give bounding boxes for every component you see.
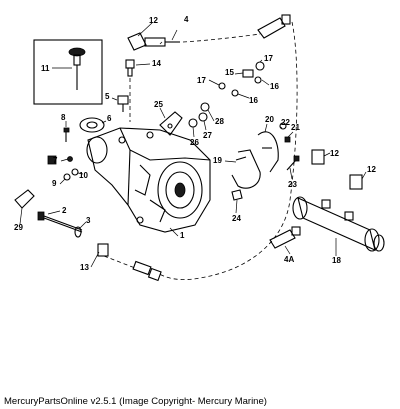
fitting-part-15[interactable] bbox=[242, 69, 254, 78]
callout-17-mid: 17 bbox=[197, 76, 206, 85]
bracket-part-25[interactable] bbox=[159, 111, 183, 136]
sender-part-4a[interactable] bbox=[269, 226, 301, 249]
sender-lower[interactable] bbox=[132, 260, 162, 282]
dash-13 bbox=[103, 255, 136, 269]
sender-part-4[interactable] bbox=[127, 29, 180, 51]
flange-part-6[interactable] bbox=[79, 117, 105, 133]
callout-14: 14 bbox=[152, 59, 161, 68]
nut-part-9[interactable] bbox=[63, 173, 71, 181]
callout-21: 21 bbox=[291, 123, 300, 132]
wiring-dashed-top bbox=[182, 33, 261, 43]
callout-29: 29 bbox=[14, 223, 23, 232]
wiring-dashed-right bbox=[157, 21, 298, 281]
callout-4: 4 bbox=[184, 15, 189, 24]
nut-part-17-mid[interactable] bbox=[218, 82, 226, 90]
nut-part-17-top[interactable] bbox=[255, 61, 265, 71]
callout-9: 9 bbox=[52, 179, 57, 188]
callout-18: 18 bbox=[332, 256, 341, 265]
callout-16-top: 16 bbox=[270, 82, 279, 91]
callout-12-right: 12 bbox=[367, 165, 376, 174]
fitting-part-14[interactable] bbox=[125, 59, 151, 77]
callout-7: 7 bbox=[53, 156, 58, 165]
callout-19: 19 bbox=[213, 156, 222, 165]
callout-8: 8 bbox=[61, 113, 66, 122]
callout-12-top: 12 bbox=[149, 16, 158, 25]
inset-box-part-11 bbox=[33, 39, 103, 105]
callout-12-mid: 12 bbox=[330, 149, 339, 158]
screw-part-21[interactable] bbox=[284, 136, 291, 143]
washer-part-7[interactable] bbox=[67, 156, 73, 162]
image-caption: MercuryPartsOnline v2.5.1 (Image Copyrig… bbox=[4, 396, 267, 407]
connector-part-13[interactable] bbox=[97, 243, 109, 257]
remote-sender-top-right[interactable] bbox=[257, 14, 291, 39]
leader-lines bbox=[19, 22, 367, 268]
callout-6: 6 bbox=[107, 114, 112, 123]
nut-part-24[interactable] bbox=[231, 189, 243, 201]
callout-16-mid: 16 bbox=[249, 96, 258, 105]
callout-26: 26 bbox=[190, 138, 199, 147]
plug-part-29[interactable] bbox=[14, 189, 35, 209]
callout-2: 2 bbox=[62, 206, 67, 215]
bolt-part-8-lower[interactable] bbox=[47, 155, 57, 165]
callout-20: 20 bbox=[265, 115, 274, 124]
bolt-part-23[interactable] bbox=[286, 155, 300, 171]
washer-part-16-top[interactable] bbox=[254, 76, 262, 84]
callout-15: 15 bbox=[225, 68, 234, 77]
callout-22: 22 bbox=[281, 118, 290, 127]
callout-11: 11 bbox=[41, 64, 50, 73]
callout-17-top: 17 bbox=[264, 54, 273, 63]
cooler-part-18[interactable] bbox=[292, 196, 385, 252]
callout-3: 3 bbox=[86, 216, 91, 225]
transmission-housing-part-1[interactable] bbox=[86, 127, 211, 233]
washer-part-16-mid[interactable] bbox=[231, 89, 239, 97]
callout-13: 13 bbox=[80, 263, 89, 272]
connector-part-12-right[interactable] bbox=[349, 174, 363, 190]
bolt-part-8[interactable] bbox=[63, 127, 70, 142]
callout-27: 27 bbox=[203, 131, 212, 140]
switch-part-5[interactable] bbox=[117, 95, 129, 112]
callout-10: 10 bbox=[79, 171, 88, 180]
connector-part-12-mid[interactable] bbox=[311, 149, 325, 165]
callout-23: 23 bbox=[288, 180, 297, 189]
callout-28: 28 bbox=[215, 117, 224, 126]
callout-5: 5 bbox=[105, 92, 110, 101]
nut-part-27[interactable] bbox=[198, 112, 208, 122]
washer-part-22[interactable] bbox=[279, 122, 287, 130]
washer-part-3[interactable] bbox=[74, 226, 82, 238]
clamp-part-20[interactable] bbox=[257, 131, 279, 173]
callout-1: 1 bbox=[180, 231, 185, 240]
washer-part-26[interactable] bbox=[188, 118, 198, 128]
clamp-part-19[interactable] bbox=[231, 149, 261, 189]
washer-part-10[interactable] bbox=[71, 168, 79, 176]
callout-24: 24 bbox=[232, 214, 241, 223]
nut-part-28[interactable] bbox=[200, 102, 210, 112]
callout-4a: 4A bbox=[284, 255, 294, 264]
exploded-parts-diagram: 12 4 14 11 5 6 8 7 9 10 2 3 29 13 1 25 2… bbox=[14, 14, 385, 282]
callout-25: 25 bbox=[154, 100, 163, 109]
